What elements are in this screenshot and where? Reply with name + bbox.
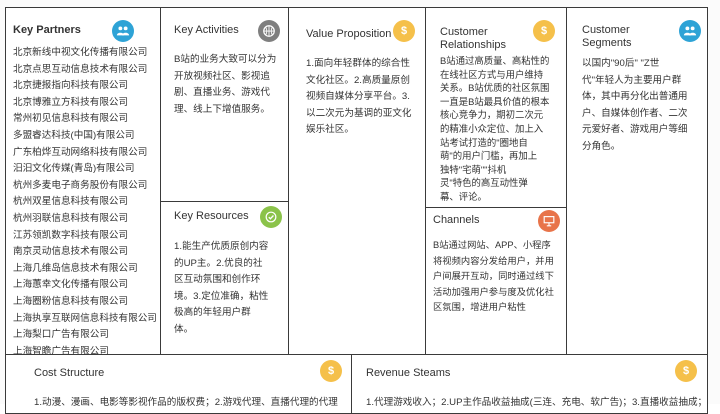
presentation-icon xyxy=(538,210,560,232)
channels-title: Channels xyxy=(433,214,480,226)
partner-item: 上海智瞻广告有限公司 xyxy=(13,345,109,355)
money-bag-icon: $ xyxy=(320,360,342,382)
partner-item: 杭州羽联信息科技有限公司 xyxy=(13,212,129,224)
customer-relationships-text: B站通过高质量、高粘性的 在线社区方式与用户维持 关系。B站优质的社区氛围 一直… xyxy=(440,55,550,202)
key-activities-text: B站的业务大致可以分为 开放视频社区、影视追 剧、直播业务、游戏代 理、线上下增… xyxy=(174,54,277,115)
revenue-streams-block: Revenue Steams $ 1.代理游戏收入；2.UP主作品收益抽成(三连… xyxy=(351,354,708,414)
people-icon xyxy=(112,20,134,42)
customer-relationships-block: Customer Relationships $ B站通过高质量、高粘性的 在线… xyxy=(425,7,567,208)
cost-structure-block: Cost Structure $ 1.动漫、漫画、电影等影视作品的版权费；2.游… xyxy=(5,354,352,414)
partner-item: 南京灵动信息技术有限公司 xyxy=(13,246,129,258)
key-partners-title: Key Partners xyxy=(13,24,81,36)
partner-item: 北京点思互动信息技术有限公司 xyxy=(13,63,148,75)
partners-list: 北京新线中视文化传播有限公司北京点思互动信息技术有限公司北京捷报指向科技有限公司… xyxy=(13,45,157,355)
partner-item: 杭州双星信息科技有限公司 xyxy=(13,196,129,208)
key-resources-text: 1.能生产优质原创内容 的UP主。2.优良的社 区互动氛围和创作环 境。3.定位… xyxy=(174,241,269,335)
partner-item: 北京捷报指向科技有限公司 xyxy=(13,80,129,92)
partner-item: 广东柏烨互动网络科技有限公司 xyxy=(13,146,148,158)
partner-item: 上海蕙幸文化传播有限公司 xyxy=(13,279,129,291)
people-icon xyxy=(679,20,701,42)
customer-relationships-title: Customer Relationships xyxy=(440,26,507,51)
revenue-streams-title: Revenue Steams xyxy=(366,367,451,379)
money-bag-icon: $ xyxy=(393,20,415,42)
key-activities-block: Key Activities B站的业务大致可以分为 开放视频社区、影视追 剧、… xyxy=(160,7,289,202)
customer-segments-text: 以国内"90后" "Z世 代"年轻人为主要用户群 体，其中再分化出普通用 户、自… xyxy=(582,58,688,152)
partner-item: 多盟睿达科技(中国)有限公司 xyxy=(13,129,135,141)
partner-item: 常州初见信息科技有限公司 xyxy=(13,113,129,125)
partner-item: 北京新线中视文化传播有限公司 xyxy=(13,47,148,58)
revenue-streams-text: 1.代理游戏收入；2.UP主作品收益抽成(三连、充电、软广告)；3.直播收益抽成… xyxy=(366,397,708,408)
partner-item: 杭州多麦电子商务股份有限公司 xyxy=(13,179,148,191)
basketball-icon xyxy=(258,20,280,42)
money-bag-icon: $ xyxy=(533,20,555,42)
value-proposition-block: Value Proposition $ 1.面向年轻群体的综合性 文化社区。2.… xyxy=(288,7,426,355)
customer-segments-block: Customer Segments 以国内"90后" "Z世 代"年轻人为主要用… xyxy=(566,7,708,355)
key-resources-title: Key Resources xyxy=(174,210,249,222)
value-proposition-title: Value Proposition xyxy=(306,28,392,40)
partner-item: 上海几维岛信息技术有限公司 xyxy=(13,262,138,274)
partner-item: 北京博雅立方科技有限公司 xyxy=(13,96,129,108)
customer-segments-title: Customer Segments xyxy=(582,24,632,49)
key-activities-title: Key Activities xyxy=(174,24,239,36)
cost-structure-title: Cost Structure xyxy=(34,367,105,379)
channels-text: B站通过网站、APP、小程序 将视频内容分发给用户，并用 户间展开互动，同时通过… xyxy=(433,240,554,312)
channels-block: Channels B站通过网站、APP、小程序 将视频内容分发给用户，并用 户间… xyxy=(425,207,567,355)
partner-item: 上海执享互联网信息科技有限公司 xyxy=(13,312,157,324)
value-proposition-text: 1.面向年轻群体的综合性 文化社区。2.高质量原创 视频自媒体分享平台。3. 以… xyxy=(306,58,412,135)
key-resources-block: Key Resources 1.能生产优质原创内容 的UP主。2.优良的社 区互… xyxy=(160,201,289,355)
partner-item: 上海圈粉信息科技有限公司 xyxy=(13,295,129,307)
partner-item: 上海梨口广告有限公司 xyxy=(13,329,109,341)
key-partners-block: Key Partners 北京新线中视文化传播有限公司北京点思互动信息技术有限公… xyxy=(5,7,161,355)
partner-item: 江苏领凯数字科技有限公司 xyxy=(13,229,129,241)
partner-item: 汨汨文化传媒(青岛)有限公司 xyxy=(13,163,135,175)
cost-structure-text: 1.动漫、漫画、电影等影视作品的版权费；2.游戏代理、直播代理的代理 xyxy=(34,397,338,408)
clock-check-icon xyxy=(260,206,282,228)
money-bag-icon: $ xyxy=(675,360,697,382)
business-model-canvas: Key Partners 北京新线中视文化传播有限公司北京点思互动信息技术有限公… xyxy=(5,7,708,414)
